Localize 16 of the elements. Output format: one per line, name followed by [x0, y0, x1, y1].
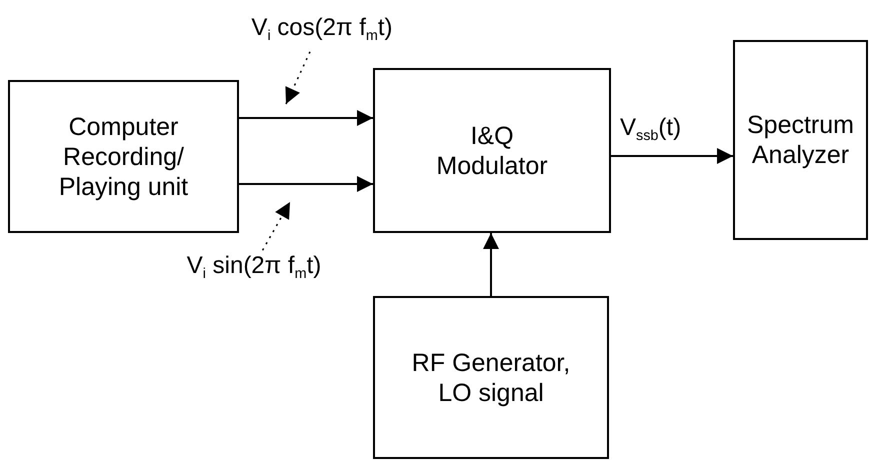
- leader-line: [285, 51, 311, 104]
- box-label: Spectrum Analyzer: [746, 110, 855, 170]
- box-label: RF Generator, LO signal: [410, 348, 572, 408]
- box-label: I&Q Modulator: [435, 120, 549, 180]
- arrow: [239, 176, 373, 192]
- signal-label: V$_{i}$ cos(2π f$_{m}$t): [251, 12, 393, 46]
- arrow: [239, 110, 373, 126]
- process-box: [8, 80, 239, 233]
- process-box: [733, 40, 868, 240]
- box-label: Computer Recording/ Playing unit: [58, 112, 190, 202]
- signal-label: V$_{i}$ sin(2π f$_{m}$t): [186, 250, 322, 284]
- arrow: [483, 233, 499, 296]
- leader-line: [262, 202, 291, 251]
- process-box: [373, 68, 611, 233]
- process-box: [373, 296, 609, 459]
- arrow: [611, 148, 733, 164]
